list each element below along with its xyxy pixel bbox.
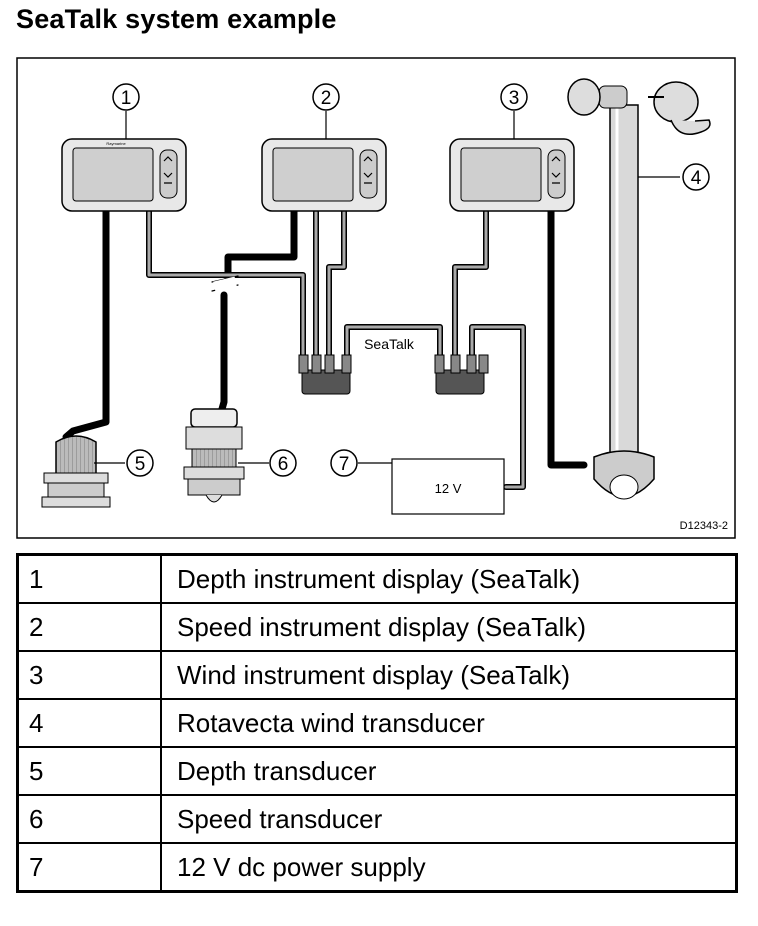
legend-number: 2	[16, 602, 162, 652]
legend-number: 1	[16, 553, 162, 604]
callout-2: 2	[312, 83, 340, 111]
legend-description: Speed instrument display (SeaTalk)	[160, 602, 738, 652]
legend-description: Depth instrument display (SeaTalk)	[160, 553, 738, 604]
svg-text:3: 3	[509, 88, 520, 109]
legend-description: Wind instrument display (SeaTalk)	[160, 650, 738, 700]
speed-transducer	[183, 408, 245, 503]
instrument-display-2	[261, 138, 387, 212]
callout-4: 4	[682, 163, 710, 191]
seatalk-bus-label: SeaTalk	[364, 336, 415, 352]
instrument-display-3	[449, 138, 575, 212]
legend-description: 12 V dc power supply	[160, 842, 738, 893]
svg-text:1: 1	[121, 88, 132, 109]
legend-number: 7	[16, 842, 162, 893]
legend-number: 5	[16, 746, 162, 796]
legend-description: Depth transducer	[160, 746, 738, 796]
display-logo: Raymarine	[106, 141, 126, 146]
svg-text:2: 2	[321, 88, 332, 109]
junction-block-right	[434, 354, 489, 395]
callout-leaders	[94, 111, 680, 464]
power-supply-label: 12 V	[435, 481, 462, 496]
drawing-id: D12343-2	[680, 520, 728, 532]
wind-transducer-cable	[547, 205, 588, 469]
callout-1: 1	[112, 83, 140, 111]
callout-3: 3	[500, 83, 528, 111]
legend-number: 6	[16, 794, 162, 844]
depth-transducer-cable	[62, 205, 110, 441]
page-title: SeaTalk system example	[16, 4, 337, 34]
seatalk-diagram: SeaTalk Raymarine	[16, 57, 736, 539]
power-supply-box	[391, 458, 505, 515]
display-buttons	[163, 156, 561, 184]
legend-description: Speed transducer	[160, 794, 738, 844]
legend-number: 4	[16, 698, 162, 748]
svg-text:4: 4	[691, 168, 702, 189]
svg-text:5: 5	[135, 454, 146, 475]
cables	[62, 205, 588, 490]
instrument-display-1: Raymarine	[61, 138, 187, 212]
svg-text:7: 7	[339, 454, 350, 475]
seatalk-cables	[146, 206, 526, 490]
junction-block-left	[298, 354, 352, 395]
legend-number: 3	[16, 650, 162, 700]
legend-description: Rotavecta wind transducer	[160, 698, 738, 748]
svg-text:6: 6	[278, 454, 289, 475]
callout-7: 7	[330, 449, 358, 477]
depth-transducer	[41, 435, 111, 508]
wind-transducer	[567, 78, 711, 500]
callout-5: 5	[126, 449, 154, 477]
speed-transducer-cable	[218, 205, 298, 413]
callout-6: 6	[269, 449, 297, 477]
